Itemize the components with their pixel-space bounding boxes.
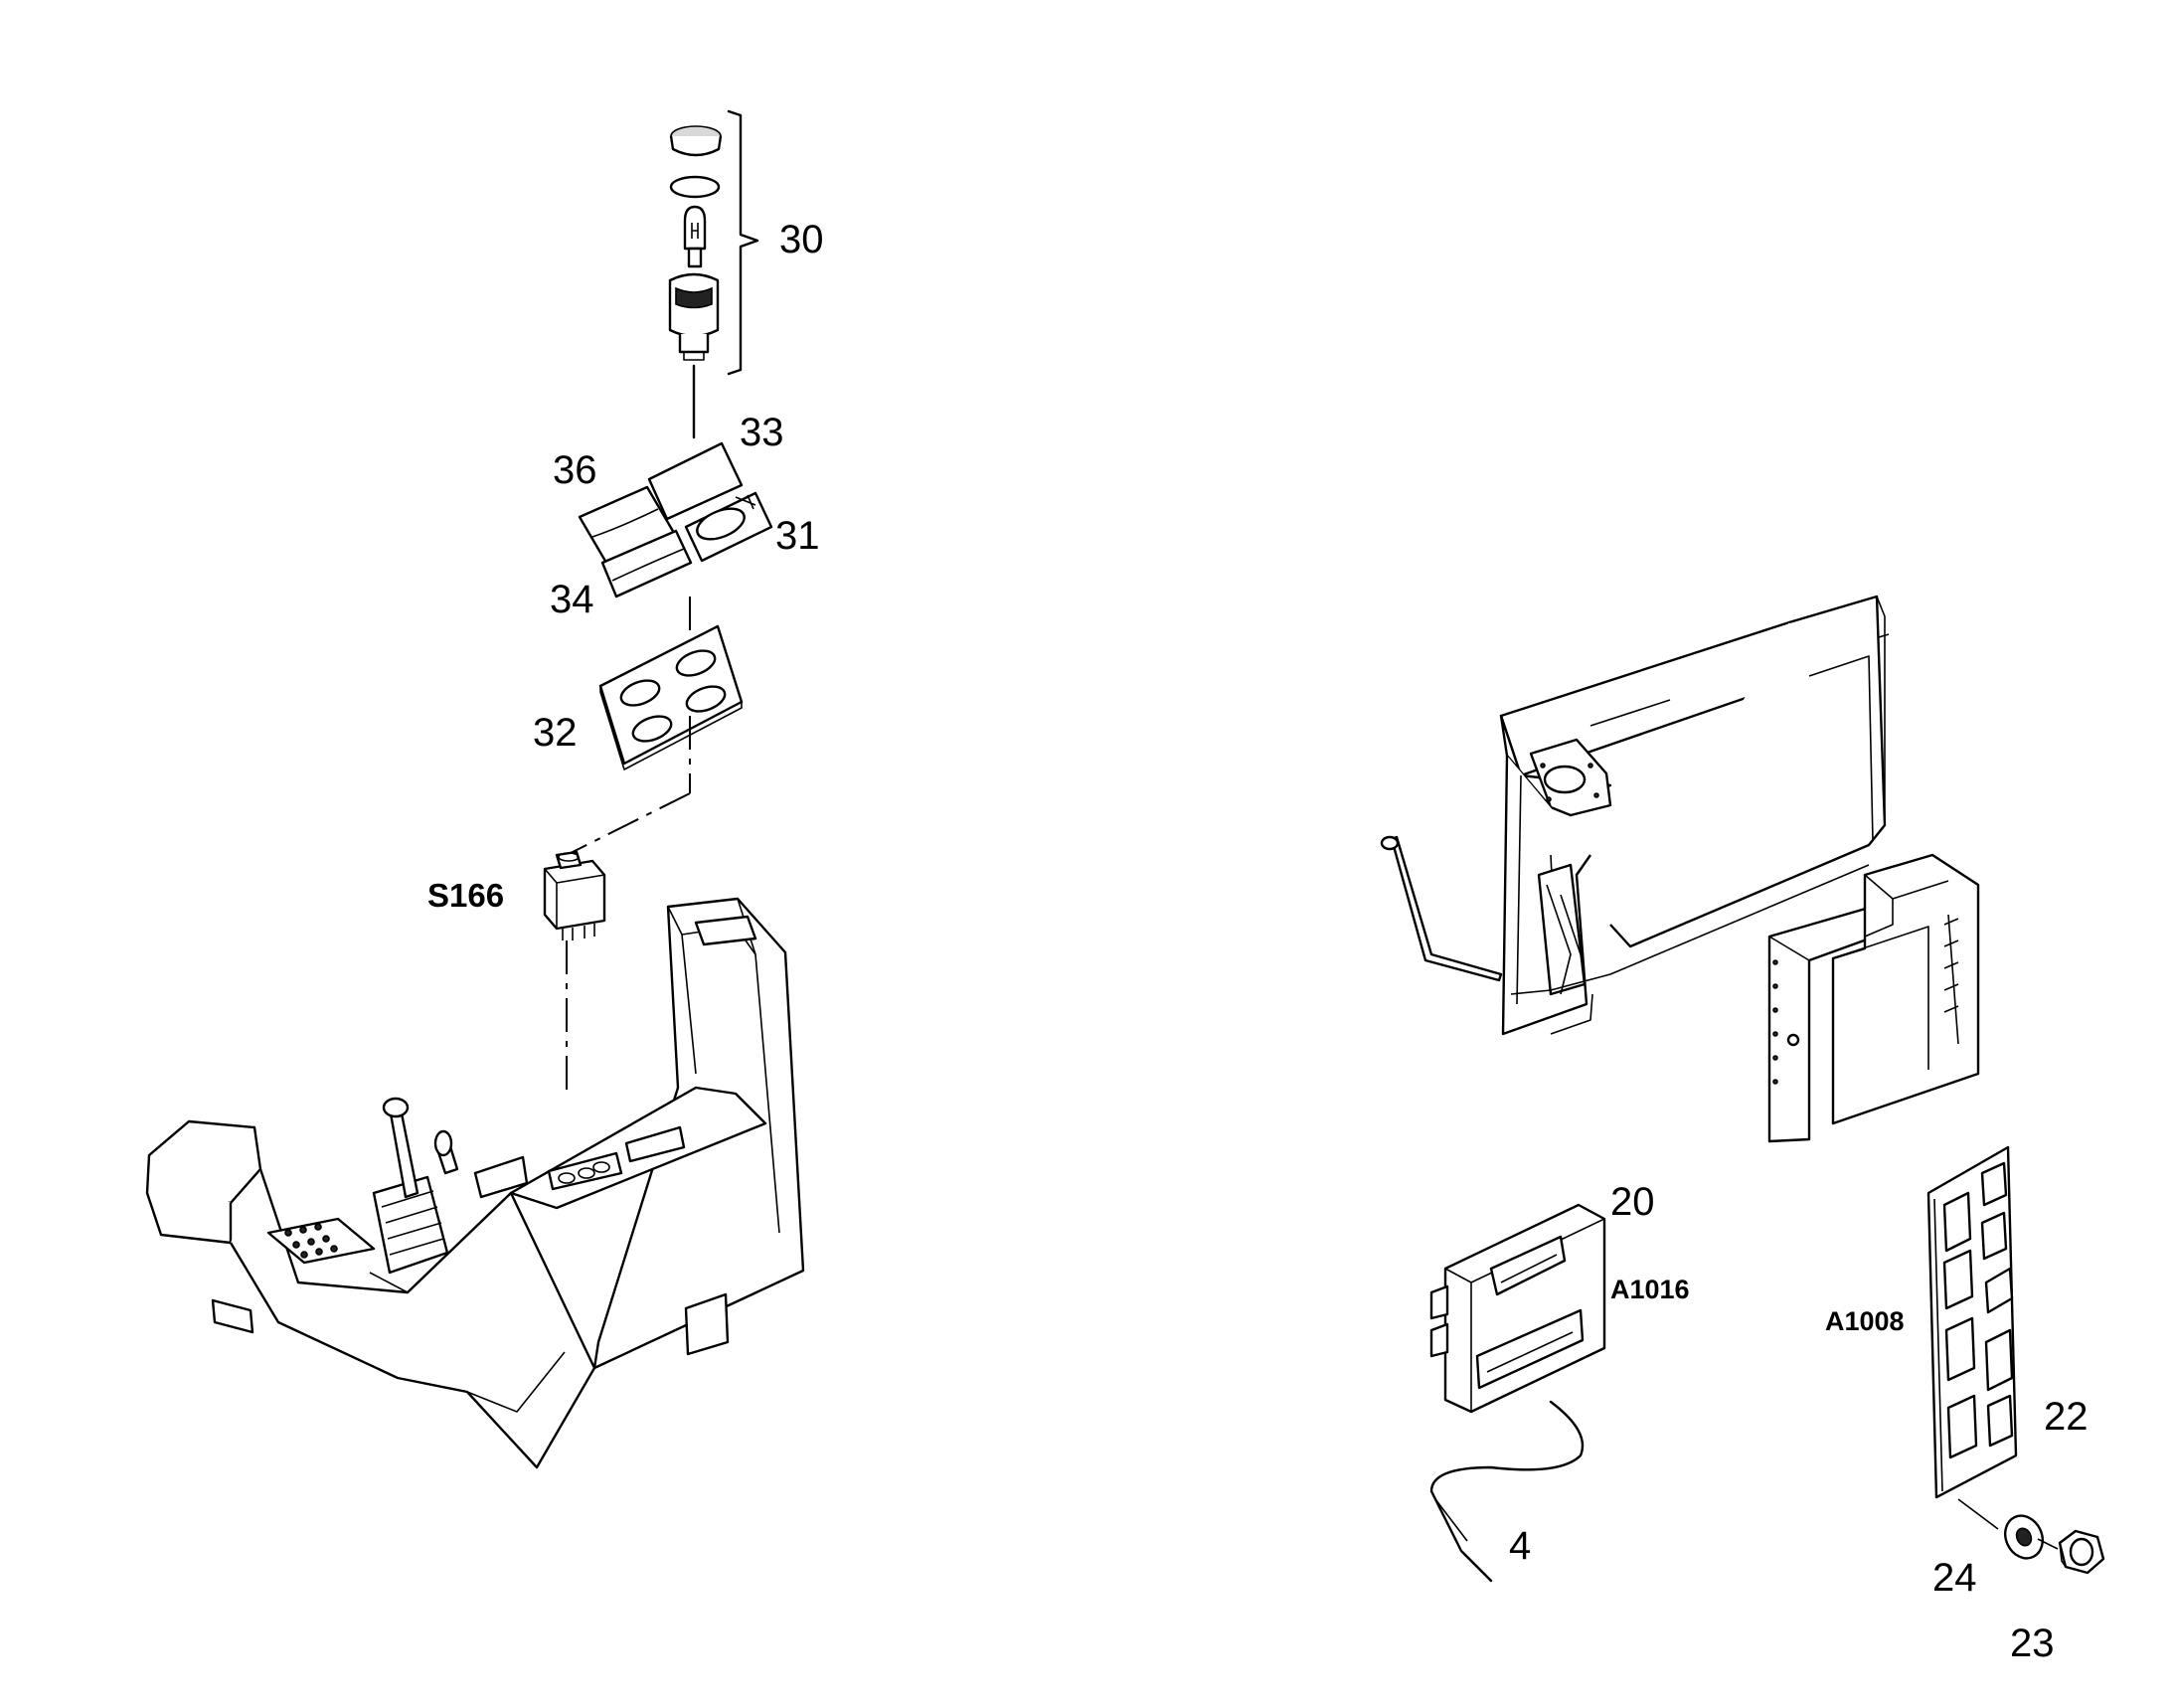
label-s166: S166: [427, 877, 504, 914]
label-23: 23: [2010, 1622, 2055, 1665]
label-33: 33: [740, 411, 784, 454]
fuse-rack: [1767, 853, 1980, 1143]
nut-23: [2058, 1529, 2105, 1575]
label-4: 4: [1509, 1524, 1531, 1568]
label-34: 34: [550, 578, 594, 621]
label-24: 24: [1932, 1556, 1977, 1600]
washer-24: [2004, 1514, 2059, 1560]
switch-kit-30: [668, 109, 759, 439]
label-a1008: A1008: [1825, 1306, 1905, 1336]
electrical-cabinet-frame: [1380, 595, 1890, 1036]
switch-s166: [543, 850, 606, 1094]
label-a1016: A1016: [1610, 1275, 1690, 1304]
switch-panel-32: [562, 624, 744, 858]
board-a1008: [1926, 1145, 2018, 1530]
label-30: 30: [779, 218, 824, 261]
module-a1016: [1429, 1203, 1606, 1583]
label-32: 32: [533, 711, 578, 755]
label-22: 22: [2044, 1395, 2089, 1439]
label-31: 31: [775, 514, 820, 558]
operator-console: [145, 897, 805, 1469]
label-36: 36: [553, 448, 597, 492]
label-20: 20: [1610, 1180, 1655, 1224]
decal-set: [578, 441, 773, 636]
